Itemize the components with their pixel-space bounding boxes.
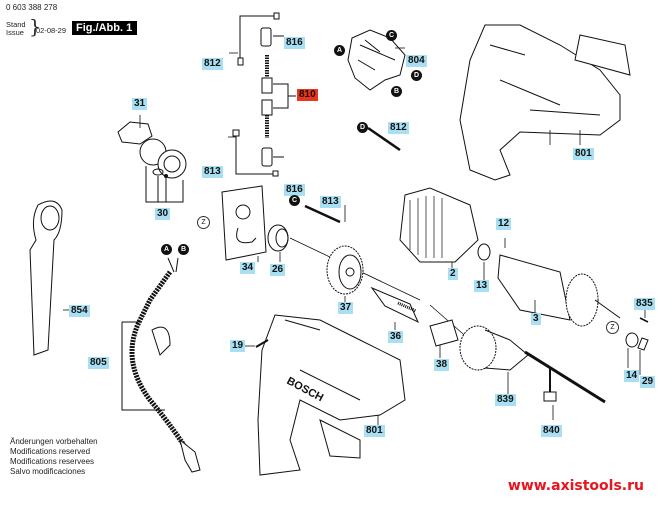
bearing-26-drawing — [267, 224, 289, 252]
note-line: Salvo modificaciones — [10, 467, 86, 476]
note-line: Änderungen vorbehalten — [10, 437, 98, 446]
part-label[interactable]: 13 — [474, 280, 490, 292]
part-label[interactable]: 37 — [338, 302, 354, 314]
part-label[interactable]: 813 — [202, 166, 223, 178]
power-cord-drawing — [121, 257, 201, 473]
washer-29-drawing — [637, 337, 649, 351]
switch-lead-c-drawing — [304, 204, 341, 224]
part-label[interactable]: 854 — [69, 305, 90, 317]
connector-a-marker: A — [334, 45, 345, 56]
part-label[interactable]: 38 — [434, 359, 450, 371]
armature-drawing — [497, 254, 621, 327]
part-label[interactable]: 2 — [448, 268, 458, 280]
part-label[interactable]: 14 — [624, 370, 640, 382]
housing-right-drawing — [459, 24, 631, 181]
brace-icon: } — [29, 16, 42, 38]
stand-label: Stand — [6, 20, 26, 29]
stand-issue-label: Stand Issue — [6, 21, 26, 37]
part-label-highlighted[interactable]: 810 — [297, 89, 318, 101]
part-label[interactable]: 813 — [320, 196, 341, 208]
switch-lead-drawing — [367, 126, 401, 152]
part-label[interactable]: 34 — [240, 262, 256, 274]
modification-notes: Änderungen vorbehalten Modifications res… — [10, 437, 98, 477]
brush-lead-lower-drawing — [232, 129, 279, 177]
brush-holders-drawing — [260, 27, 296, 167]
bearing-plate-drawing — [221, 185, 267, 261]
part-label[interactable]: 816 — [284, 184, 305, 196]
part-label[interactable]: 19 — [230, 340, 246, 352]
needle-bearing-drawing — [477, 243, 491, 261]
gear-drawing — [326, 245, 364, 295]
part-label[interactable]: 30 — [155, 208, 171, 220]
part-label[interactable]: 36 — [388, 331, 404, 343]
note-line: Modifications reserved — [10, 447, 91, 456]
selector-drawing — [117, 121, 187, 203]
part-label[interactable]: 805 — [88, 357, 109, 369]
assembly-z-marker: Z — [197, 216, 210, 229]
part-number: 0 603 388 278 — [6, 3, 58, 12]
issue-date: 02-08-29 — [36, 26, 67, 35]
part-label[interactable]: 804 — [406, 55, 427, 67]
chuck-drawing — [459, 325, 529, 371]
spindle-drawing — [370, 286, 420, 324]
connector-a-marker: A — [161, 244, 172, 255]
part-label[interactable]: 31 — [132, 98, 148, 110]
pin-835-drawing — [639, 317, 649, 323]
connector-b-marker: B — [178, 244, 189, 255]
bearing-14-drawing — [625, 332, 639, 348]
part-label[interactable]: 29 — [640, 376, 656, 388]
field-winding-drawing — [399, 187, 479, 263]
figure-label: Fig./Abb. 1 — [72, 21, 138, 35]
connector-d-marker: D — [357, 122, 368, 133]
part-label[interactable]: 816 — [284, 37, 305, 49]
part-label[interactable]: 839 — [495, 394, 516, 406]
switch-drawing — [347, 29, 406, 91]
part-label[interactable]: 812 — [202, 58, 223, 70]
connector-c-marker: C — [289, 195, 300, 206]
aux-handle-drawing — [29, 200, 63, 356]
watermark-link[interactable]: www.axistools.ru — [507, 478, 644, 494]
part-label[interactable]: 26 — [270, 264, 286, 276]
part-label[interactable]: 3 — [531, 313, 541, 325]
part-label[interactable]: 801 — [573, 148, 594, 160]
part-label[interactable]: 812 — [388, 122, 409, 134]
connector-d-marker: D — [411, 70, 422, 81]
part-label[interactable]: 801 — [364, 425, 385, 437]
issue-label: Issue — [6, 28, 24, 37]
brush-lead-upper-drawing — [237, 12, 280, 66]
sleeve-drawing — [429, 319, 459, 347]
chuck-key-drawing — [524, 350, 606, 404]
part-label[interactable]: 840 — [541, 425, 562, 437]
note-line: Modifications reservees — [10, 457, 95, 466]
housing-left-drawing: BOSCH — [255, 314, 406, 476]
leader-lines — [63, 47, 646, 425]
connector-c-marker: C — [386, 30, 397, 41]
assembly-z-marker: Z — [606, 321, 619, 334]
connector-b-marker: B — [391, 86, 402, 97]
part-label[interactable]: 835 — [634, 298, 655, 310]
part-label[interactable]: 12 — [496, 218, 512, 230]
